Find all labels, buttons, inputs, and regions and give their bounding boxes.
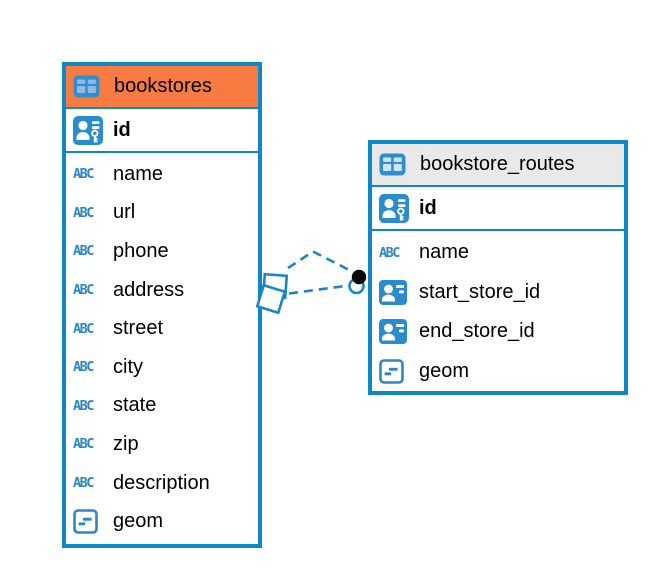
- column-row[interactable]: ABC phone: [66, 232, 258, 271]
- column-name: id: [419, 196, 437, 219]
- primary-key-icon: [73, 115, 105, 145]
- column-row[interactable]: ABC url: [66, 194, 258, 233]
- column-name: end_store_id: [419, 320, 535, 343]
- column-name: start_store_id: [419, 280, 541, 303]
- text-type-icon: ABC: [73, 166, 94, 183]
- column-row[interactable]: ABC street: [66, 309, 258, 348]
- relationship-line-lower[interactable]: [288, 284, 350, 295]
- column-name: name: [419, 241, 470, 264]
- geometry-type-icon: [379, 358, 411, 384]
- reference-type-icon: [379, 319, 411, 345]
- table-icon: [379, 153, 411, 176]
- text-type-icon: ABC: [73, 436, 94, 453]
- column-row[interactable]: ABC state: [66, 387, 258, 426]
- column-row[interactable]: ABC address: [66, 271, 258, 310]
- column-name: id: [113, 118, 131, 141]
- text-type-icon: ABC: [73, 282, 94, 299]
- column-row[interactable]: geom: [372, 352, 624, 392]
- endpoint-circle-outline[interactable]: [348, 277, 365, 295]
- column-name: phone: [113, 239, 169, 262]
- primary-key-icon: [379, 193, 411, 223]
- column-name: city: [113, 355, 143, 378]
- column-row[interactable]: ABC city: [66, 348, 258, 387]
- column-row[interactable]: geom: [66, 502, 258, 541]
- relationship-line-upper[interactable]: [287, 249, 352, 273]
- primary-key-row[interactable]: id: [372, 187, 624, 231]
- geometry-type-icon: [73, 509, 105, 534]
- column-row[interactable]: end_store_id: [372, 312, 624, 352]
- column-name: description: [113, 471, 210, 494]
- table-title: bookstores: [114, 75, 212, 97]
- column-row[interactable]: ABC name: [372, 233, 624, 273]
- table-icon: [73, 75, 105, 98]
- text-type-icon: ABC: [73, 359, 94, 376]
- column-row[interactable]: start_store_id: [372, 273, 624, 313]
- text-type-icon: ABC: [73, 320, 94, 337]
- column-name: geom: [113, 510, 164, 533]
- text-type-icon: ABC: [73, 475, 94, 492]
- endpoint-circle-filled[interactable]: [351, 269, 367, 285]
- text-type-icon: ABC: [73, 243, 94, 260]
- text-type-icon: ABC: [379, 244, 400, 261]
- column-name: name: [113, 162, 164, 185]
- column-name: url: [113, 201, 136, 224]
- text-type-icon: ABC: [73, 397, 94, 414]
- column-name: state: [113, 394, 157, 417]
- table-title: bookstore_routes: [420, 153, 575, 175]
- primary-key-row[interactable]: id: [66, 109, 258, 153]
- text-type-icon: ABC: [73, 204, 94, 221]
- column-list: ABC name start_store_id end_store_id geom: [372, 231, 624, 391]
- column-name: address: [113, 278, 185, 301]
- table-header[interactable]: bookstore_routes: [372, 144, 624, 187]
- table-bookstore-routes[interactable]: bookstore_routes id ABC name start_store_…: [368, 140, 628, 395]
- column-row[interactable]: ABC zip: [66, 425, 258, 464]
- relationship-connector[interactable]: [255, 249, 367, 315]
- column-name: geom: [419, 359, 470, 382]
- column-row[interactable]: ABC name: [66, 155, 258, 194]
- endpoint-square-back[interactable]: [261, 272, 289, 300]
- column-name: zip: [113, 432, 139, 455]
- column-name: street: [113, 317, 164, 340]
- reference-type-icon: [379, 279, 411, 305]
- table-header[interactable]: bookstores: [66, 66, 258, 109]
- column-row[interactable]: ABC description: [66, 464, 258, 503]
